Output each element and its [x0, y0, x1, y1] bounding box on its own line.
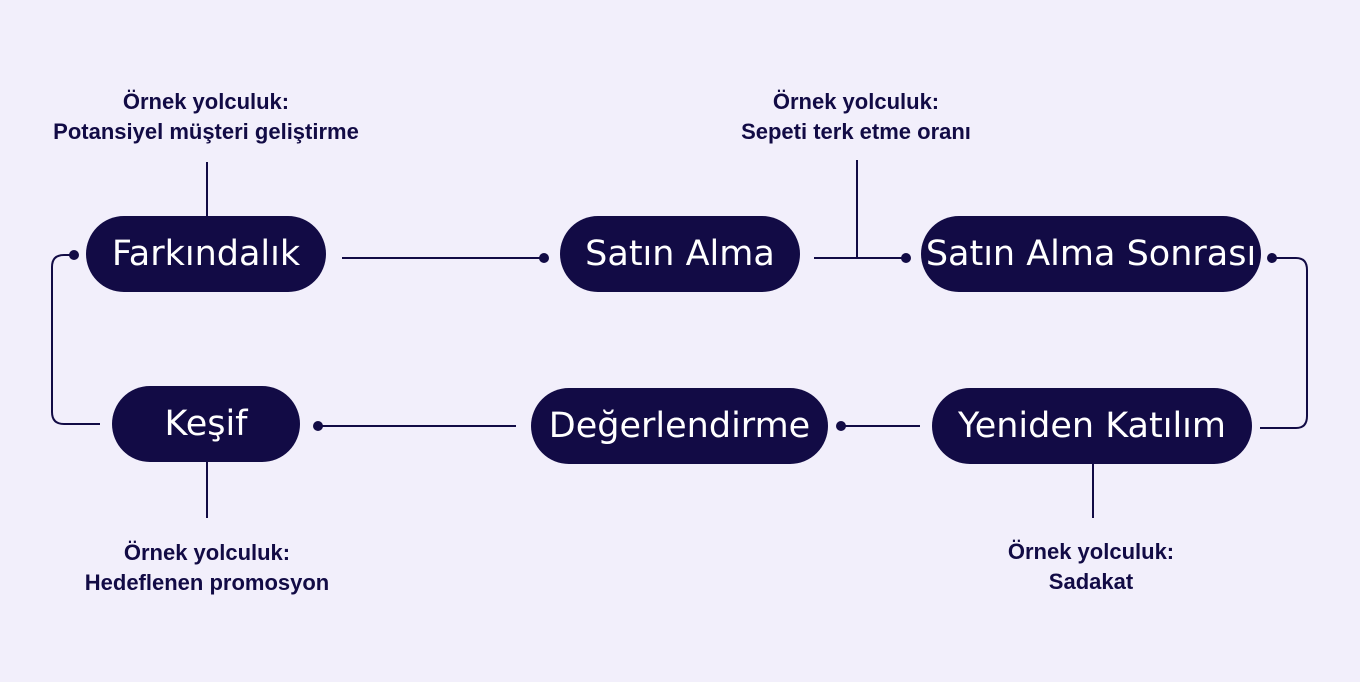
- stage-evaluation: Değerlendirme: [531, 388, 828, 464]
- note-post-purchase-heading: Örnek yolculuk:: [772, 89, 940, 114]
- note-reengagement: Örnek yolculuk: Sadakat: [1008, 537, 1174, 597]
- note-post-purchase: Örnek yolculuk: Sepeti terk etme oranı: [741, 87, 971, 147]
- note-discovery-heading: Örnek yolculuk:: [123, 540, 291, 565]
- arrow-dot-reengagement: [836, 421, 846, 431]
- arrow-dot-awareness: [69, 250, 79, 260]
- note-awareness-heading: Örnek yolculuk:: [122, 89, 290, 114]
- note-reengagement-heading: Örnek yolculuk:: [1007, 539, 1175, 564]
- connector-postpurchase-reengagement: [1260, 257, 1308, 429]
- stage-reengagement: Yeniden Katılım: [932, 388, 1252, 464]
- stage-purchase: Satın Alma: [560, 216, 800, 292]
- note-discovery-text: Hedeflenen promosyon: [84, 570, 330, 595]
- arrow-dot-purchase: [539, 253, 549, 263]
- note-reengagement-text: Sadakat: [1048, 569, 1134, 594]
- stage-reengagement-label: Yeniden Katılım: [957, 406, 1226, 446]
- endpoint-dot-postpurchase: [1267, 253, 1277, 263]
- arrow-dot-postpurchase: [901, 253, 911, 263]
- note-awareness-text: Potansiyel müşteri geliştirme: [53, 119, 359, 144]
- stage-awareness-label: Farkındalık: [111, 234, 301, 274]
- stage-post-purchase: Satın Alma Sonrası: [921, 216, 1261, 292]
- note-post-purchase-text: Sepeti terk etme oranı: [741, 119, 971, 144]
- note-awareness: Örnek yolculuk: Potansiyel müşteri geliş…: [53, 87, 359, 147]
- stage-evaluation-label: Değerlendirme: [548, 406, 811, 446]
- connector-discovery-awareness: [51, 254, 100, 425]
- arrow-dot-discovery: [313, 421, 323, 431]
- stage-post-purchase-label: Satın Alma Sonrası: [925, 234, 1257, 274]
- stage-awareness: Farkındalık: [86, 216, 326, 292]
- note-discovery: Örnek yolculuk: Hedeflenen promosyon: [85, 538, 329, 598]
- stage-purchase-label: Satın Alma: [585, 234, 775, 274]
- stage-discovery: Keşif: [112, 386, 300, 462]
- stage-discovery-label: Keşif: [164, 404, 248, 444]
